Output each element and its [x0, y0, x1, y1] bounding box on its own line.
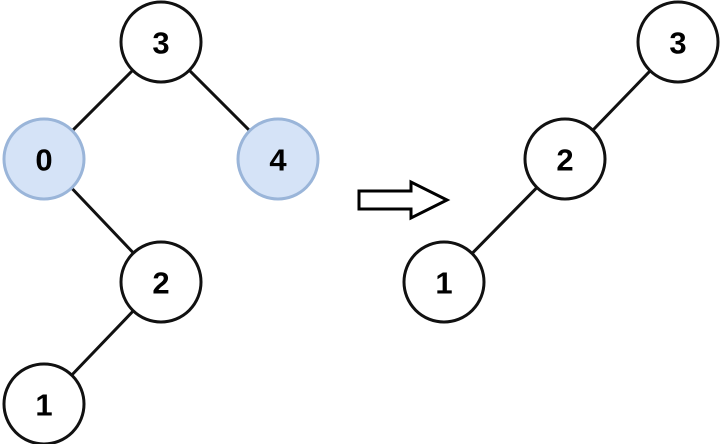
before-edge-0-2 — [69, 185, 136, 256]
before-node-label-0: 0 — [35, 143, 52, 178]
before-node-3[interactable]: 3 — [119, 0, 203, 84]
before-node-2[interactable]: 2 — [119, 240, 203, 324]
after-tree-edges — [469, 68, 653, 256]
after-edge-3-2 — [590, 68, 653, 133]
after-node-circle-1[interactable] — [402, 240, 486, 324]
before-node-0[interactable]: 0 — [2, 117, 86, 201]
after-node-1[interactable]: 1 — [402, 240, 486, 324]
after-node-circle-2[interactable] — [523, 117, 607, 201]
before-tree-nodes: 3 0 4 2 1 — [2, 0, 320, 444]
after-tree-nodes: 3 2 1 — [402, 0, 720, 324]
before-tree-edges — [69, 68, 252, 378]
after-node-label-3: 3 — [669, 26, 686, 61]
after-node-3[interactable]: 3 — [636, 0, 720, 84]
before-node-1[interactable]: 1 — [2, 362, 86, 444]
before-node-label-2: 2 — [152, 266, 169, 301]
after-node-label-2: 2 — [556, 143, 573, 178]
before-node-label-3: 3 — [152, 26, 169, 61]
after-node-circle-3[interactable] — [636, 0, 720, 84]
before-node-circle-0[interactable] — [2, 117, 86, 201]
transform-arrow-group — [357, 179, 451, 221]
before-node-circle-4[interactable] — [236, 117, 320, 201]
before-node-circle-2[interactable] — [119, 240, 203, 324]
before-edge-2-1 — [69, 308, 136, 378]
before-edge-3-4 — [187, 68, 252, 133]
before-edge-3-0 — [70, 68, 135, 133]
after-node-label-1: 1 — [435, 266, 452, 301]
before-node-label-4: 4 — [269, 143, 287, 178]
after-node-2[interactable]: 2 — [523, 117, 607, 201]
before-node-4[interactable]: 4 — [236, 117, 320, 201]
arrow-right-icon — [357, 179, 451, 221]
before-node-circle-3[interactable] — [119, 0, 203, 84]
before-node-circle-1[interactable] — [2, 362, 86, 444]
before-node-label-1: 1 — [35, 388, 52, 423]
after-edge-2-1 — [469, 185, 540, 256]
